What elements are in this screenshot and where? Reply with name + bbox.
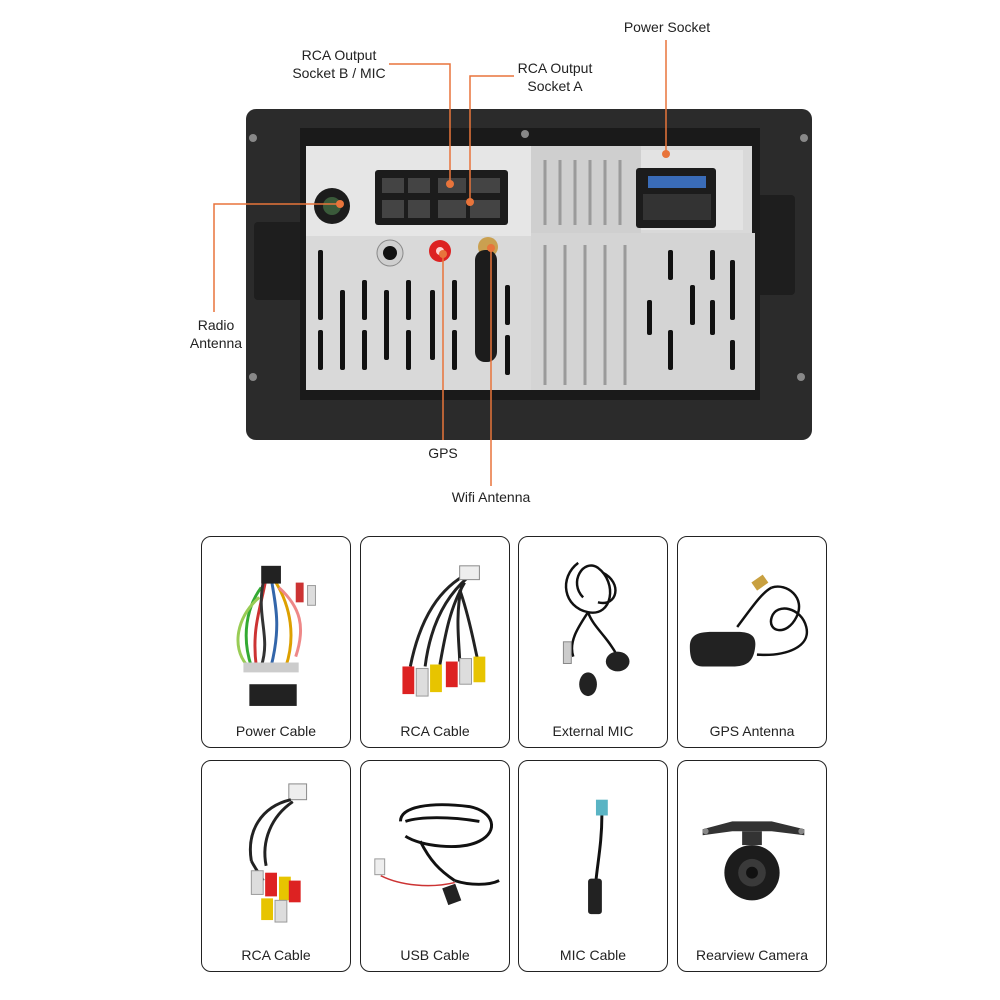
callout-radio-line2: Antenna — [189, 335, 243, 351]
callout-power-socket: Power Socket — [623, 19, 711, 35]
accessory-label: GPS Antenna — [709, 723, 795, 739]
wifi-antenna — [475, 250, 497, 362]
accessory-label: Rearview Camera — [695, 947, 809, 963]
usb-cable-icon — [374, 803, 500, 906]
gps-antenna-icon — [689, 574, 809, 667]
accessory-card-usb-cable: USB Cable — [360, 760, 510, 972]
accessory-label: RCA Cable — [400, 723, 470, 739]
accessory-label: External MIC — [552, 723, 634, 739]
accessory-card-rca-cable-short: RCA Cable — [201, 760, 351, 972]
external-mic-icon — [562, 561, 630, 697]
head-unit-rear-diagram — [213, 40, 812, 486]
accessory-card-mic-cable: MIC Cable — [518, 760, 668, 972]
callout-rca-a-line1: RCA Output — [517, 60, 593, 76]
accessory-card-gps-antenna: GPS Antenna — [677, 536, 827, 748]
mic-cable-icon — [588, 799, 608, 915]
callout-rca-output-socket-b: RCA Output Socket B / MIC — [284, 46, 394, 82]
accessory-card-rca-cable: RCA Cable — [360, 536, 510, 748]
accessory-card-rearview-camera: Rearview Camera — [677, 760, 827, 972]
accessory-label: Power Cable — [235, 723, 317, 739]
callout-rca-b-line1: RCA Output — [301, 47, 377, 63]
accessory-label: MIC Cable — [559, 947, 627, 963]
callout-gps: GPS — [428, 445, 458, 461]
callout-rca-output-socket-a: RCA Output Socket A — [505, 59, 605, 95]
callout-wifi-antenna: Wifi Antenna — [451, 489, 531, 505]
vent-slots — [318, 250, 735, 375]
accessory-label: RCA Cable — [241, 947, 311, 963]
accessory-card-external-mic: External MIC — [518, 536, 668, 748]
accessory-card-power-cable: Power Cable — [201, 536, 351, 748]
callout-rca-a-line2: Socket A — [527, 78, 583, 94]
callout-rca-b-line2: Socket B / MIC — [292, 65, 386, 81]
callout-radio-line1: Radio — [197, 317, 235, 333]
callout-radio-antenna: Radio Antenna — [180, 316, 252, 352]
rearview-camera-icon — [702, 821, 805, 901]
rca-cable-short-icon — [248, 783, 308, 923]
power-cable-icon — [236, 565, 316, 706]
rca-cable-icon — [402, 565, 486, 697]
accessory-label: USB Cable — [400, 947, 470, 963]
leader-lines — [213, 40, 667, 486]
